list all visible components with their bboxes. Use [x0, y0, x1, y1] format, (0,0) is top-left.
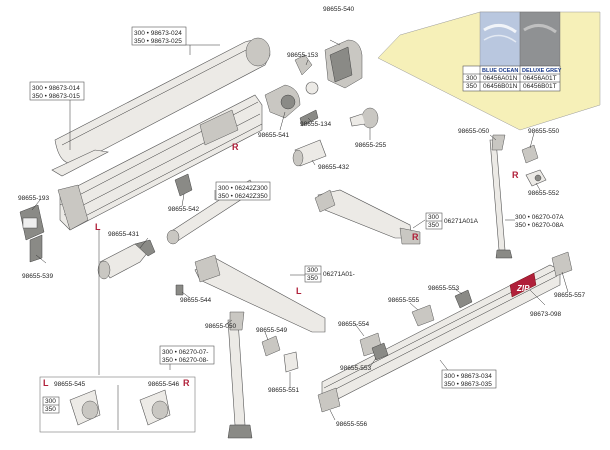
- swatch-size-300: 300: [466, 75, 477, 82]
- control-box-539: [29, 234, 43, 263]
- spring-part: [299, 109, 319, 127]
- clip-555: [411, 304, 435, 327]
- label-06271a01a-350: 350: [428, 222, 439, 229]
- leg-right: [489, 134, 513, 259]
- arm-right: [314, 189, 421, 245]
- roller-end-part: [292, 139, 327, 167]
- arm-left: [194, 254, 326, 333]
- clip-553-b: [371, 342, 389, 361]
- label-06270-07a: 300 • 06270-07A: [515, 214, 564, 221]
- label-98655-050-left: 98655-050: [205, 323, 236, 330]
- end-cap-557: [551, 251, 573, 277]
- label-98655-553-b: 98655-553: [340, 365, 371, 372]
- label-98673-025: 350 • 98673-025: [134, 38, 182, 45]
- crank-eye-part: [294, 54, 319, 95]
- label-98655-193: 98655-193: [18, 195, 49, 202]
- swatch-code-blue-350: 06456B01N: [483, 83, 518, 90]
- label-98673-024: 300 • 98673-024: [134, 30, 182, 37]
- main-profile: [57, 94, 263, 231]
- label-98655-557: 98655-557: [554, 292, 585, 299]
- housing-cover: [54, 37, 271, 164]
- side-marker-r-inset: R: [183, 378, 190, 388]
- roller-cap-part: [349, 107, 379, 129]
- label-98655-539: 98655-539: [22, 273, 53, 280]
- label-98655-556: 98655-556: [336, 421, 367, 428]
- motor-end-part: [97, 239, 156, 280]
- swatch-size-350: 350: [466, 83, 477, 90]
- label-98655-050-right: 98655-050: [458, 128, 489, 135]
- label-06270-07: 300 • 06270-07-: [162, 349, 208, 356]
- label-98655-554: 98655-554: [338, 321, 369, 328]
- label-06271a01-300: 300: [307, 267, 318, 274]
- zip-brand: ZIP: [516, 284, 530, 293]
- swatch-code-grey-300: 06456A01T: [523, 75, 557, 82]
- label-98673-015: 350 • 98673-015: [32, 93, 80, 100]
- label-98655-546: 98655-546: [148, 381, 179, 388]
- side-marker-r-1: R: [232, 142, 239, 152]
- end-bracket-right: [324, 39, 363, 89]
- label-inset-350: 350: [45, 406, 56, 413]
- label-98655-542: 98655-542: [168, 206, 199, 213]
- side-marker-l-2: L: [296, 286, 302, 296]
- swatch-label-blue: BLUE OCEAN: [482, 68, 518, 74]
- label-98655-431: 98655-431: [108, 231, 139, 238]
- label-98655-550: 98655-550: [528, 128, 559, 135]
- side-marker-r-3: R: [412, 232, 419, 242]
- label-98655-255: 98655-255: [355, 142, 386, 149]
- spring-544: [175, 284, 184, 296]
- bracket-552: [525, 169, 547, 187]
- label-06271a01a-300: 300: [428, 214, 439, 221]
- label-98673-035: 350 • 98673-035: [444, 381, 492, 388]
- bracket-549: [261, 335, 281, 357]
- label-98655-540: 98655-540: [323, 6, 354, 13]
- label-98673-098: 98673-098: [530, 311, 561, 318]
- label-06242z350: 350 • 06242Z350: [218, 193, 268, 200]
- end-cap-556: [317, 387, 341, 413]
- label-06270-08: 350 • 06270-08-: [162, 357, 208, 364]
- label-06271a01: 06271A01-: [323, 271, 355, 278]
- housing-shield: [51, 149, 109, 177]
- front-rail: ZIP: [321, 264, 561, 403]
- label-98655-541: 98655-541: [258, 132, 289, 139]
- label-98655-555: 98655-555: [388, 297, 419, 304]
- gear-housing-part: [264, 84, 301, 119]
- label-98655-549: 98655-549: [256, 327, 287, 334]
- fabric-code-table: BLUE OCEAN DELUXE GREY 300 350 06456A01N…: [462, 65, 562, 92]
- label-06271a01-350: 350: [307, 275, 318, 282]
- fabric-swatch-blue: [479, 11, 521, 68]
- swatch-label-grey: DELUXE GREY: [522, 68, 562, 74]
- inset-left-right-parts: [39, 376, 196, 433]
- label-98655-553-a: 98655-553: [428, 285, 459, 292]
- end-cap-left: [19, 204, 45, 241]
- label-06271a01a: 06271A01A: [444, 218, 479, 225]
- label-06270-08a: 350 • 06270-08A: [515, 222, 564, 229]
- bracket-551: [283, 351, 299, 373]
- leg-left: [227, 311, 253, 439]
- label-inset-300: 300: [45, 398, 56, 405]
- bracket-550: [521, 144, 539, 164]
- label-98655-551: 98655-551: [268, 387, 299, 394]
- label-98673-014: 300 • 98673-014: [32, 85, 80, 92]
- label-98655-544: 98655-544: [180, 297, 211, 304]
- label-98655-552: 98655-552: [528, 190, 559, 197]
- side-marker-l-inset: L: [43, 378, 49, 388]
- clip-part-542: [174, 173, 193, 197]
- swatch-code-blue-300: 06456A01N: [483, 75, 518, 82]
- label-06242z300: 300 • 06242Z300: [218, 185, 268, 192]
- side-marker-r-2: R: [512, 170, 519, 180]
- label-98655-432: 98655-432: [318, 164, 349, 171]
- swatch-code-grey-350: 06456B01T: [523, 83, 557, 90]
- fabric-swatch-grey: [519, 11, 561, 68]
- label-98673-034: 300 • 98673-034: [444, 373, 492, 380]
- clip-553-a: [454, 289, 473, 309]
- label-98655-545: 98655-545: [54, 381, 85, 388]
- side-marker-l-1: L: [95, 222, 101, 232]
- label-98655-134: 98655-134: [300, 121, 331, 128]
- label-98655-153: 98655-153: [287, 52, 318, 59]
